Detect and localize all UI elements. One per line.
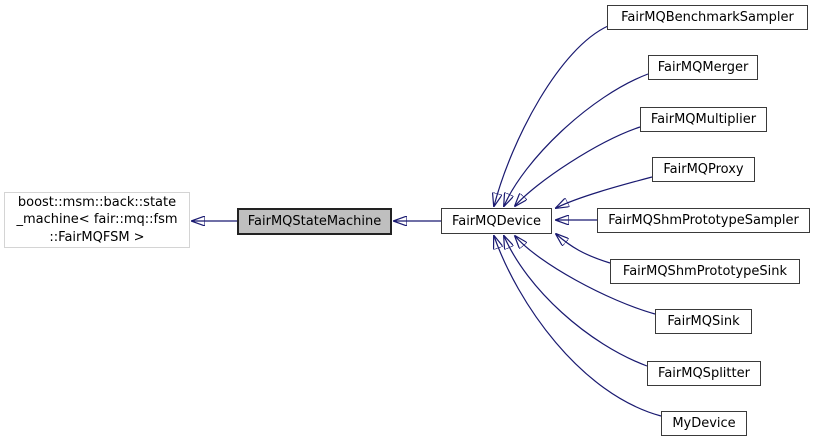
class-node-fairmqproxy[interactable]: FairMQProxy — [652, 157, 755, 182]
class-node-fairmqmultiplier[interactable]: FairMQMultiplier — [640, 107, 767, 132]
class-node-fairmqbenchmarksampler[interactable]: FairMQBenchmarkSampler — [607, 5, 808, 30]
class-node-fairmqdevice[interactable]: FairMQDevice — [441, 208, 552, 234]
edge-multiplier-to-device-arrow — [515, 126, 641, 206]
class-node-label-line: ::FairMQFSM > — [49, 229, 145, 245]
class-node-fairmqshmprototypesampler[interactable]: FairMQShmPrototypeSampler — [597, 208, 810, 233]
class-node-fairmqshmprototypesink[interactable]: FairMQShmPrototypeSink — [610, 259, 800, 284]
edge-benchmarksampler-to-device-arrow — [494, 25, 609, 206]
edge-merger-to-device-arrow — [504, 73, 649, 206]
class-node-fairmqmerger[interactable]: FairMQMerger — [648, 55, 758, 80]
edge-sink-to-device-arrow — [515, 236, 656, 315]
edge-splitter-to-device-arrow — [504, 236, 648, 367]
class-node-boost-msm-state-machine: boost::msm::back::state _machine< fair::… — [4, 192, 190, 248]
edge-shmprototypesink-to-device-arrow — [556, 234, 611, 264]
edge-proxy-to-device-arrow — [556, 176, 653, 208]
class-node-fairmqsink[interactable]: FairMQSink — [655, 309, 752, 334]
class-node-fairmqstatemachine-current: FairMQStateMachine — [237, 208, 392, 235]
class-node-label-line: boost::msm::back::state — [17, 194, 177, 210]
class-node-mydevice[interactable]: MyDevice — [661, 411, 747, 436]
class-node-fairmqsplitter[interactable]: FairMQSplitter — [647, 361, 761, 386]
edge-mydevice-to-device-arrow — [494, 236, 662, 417]
class-node-label-line: _machine< fair::mq::fsm — [16, 212, 178, 228]
